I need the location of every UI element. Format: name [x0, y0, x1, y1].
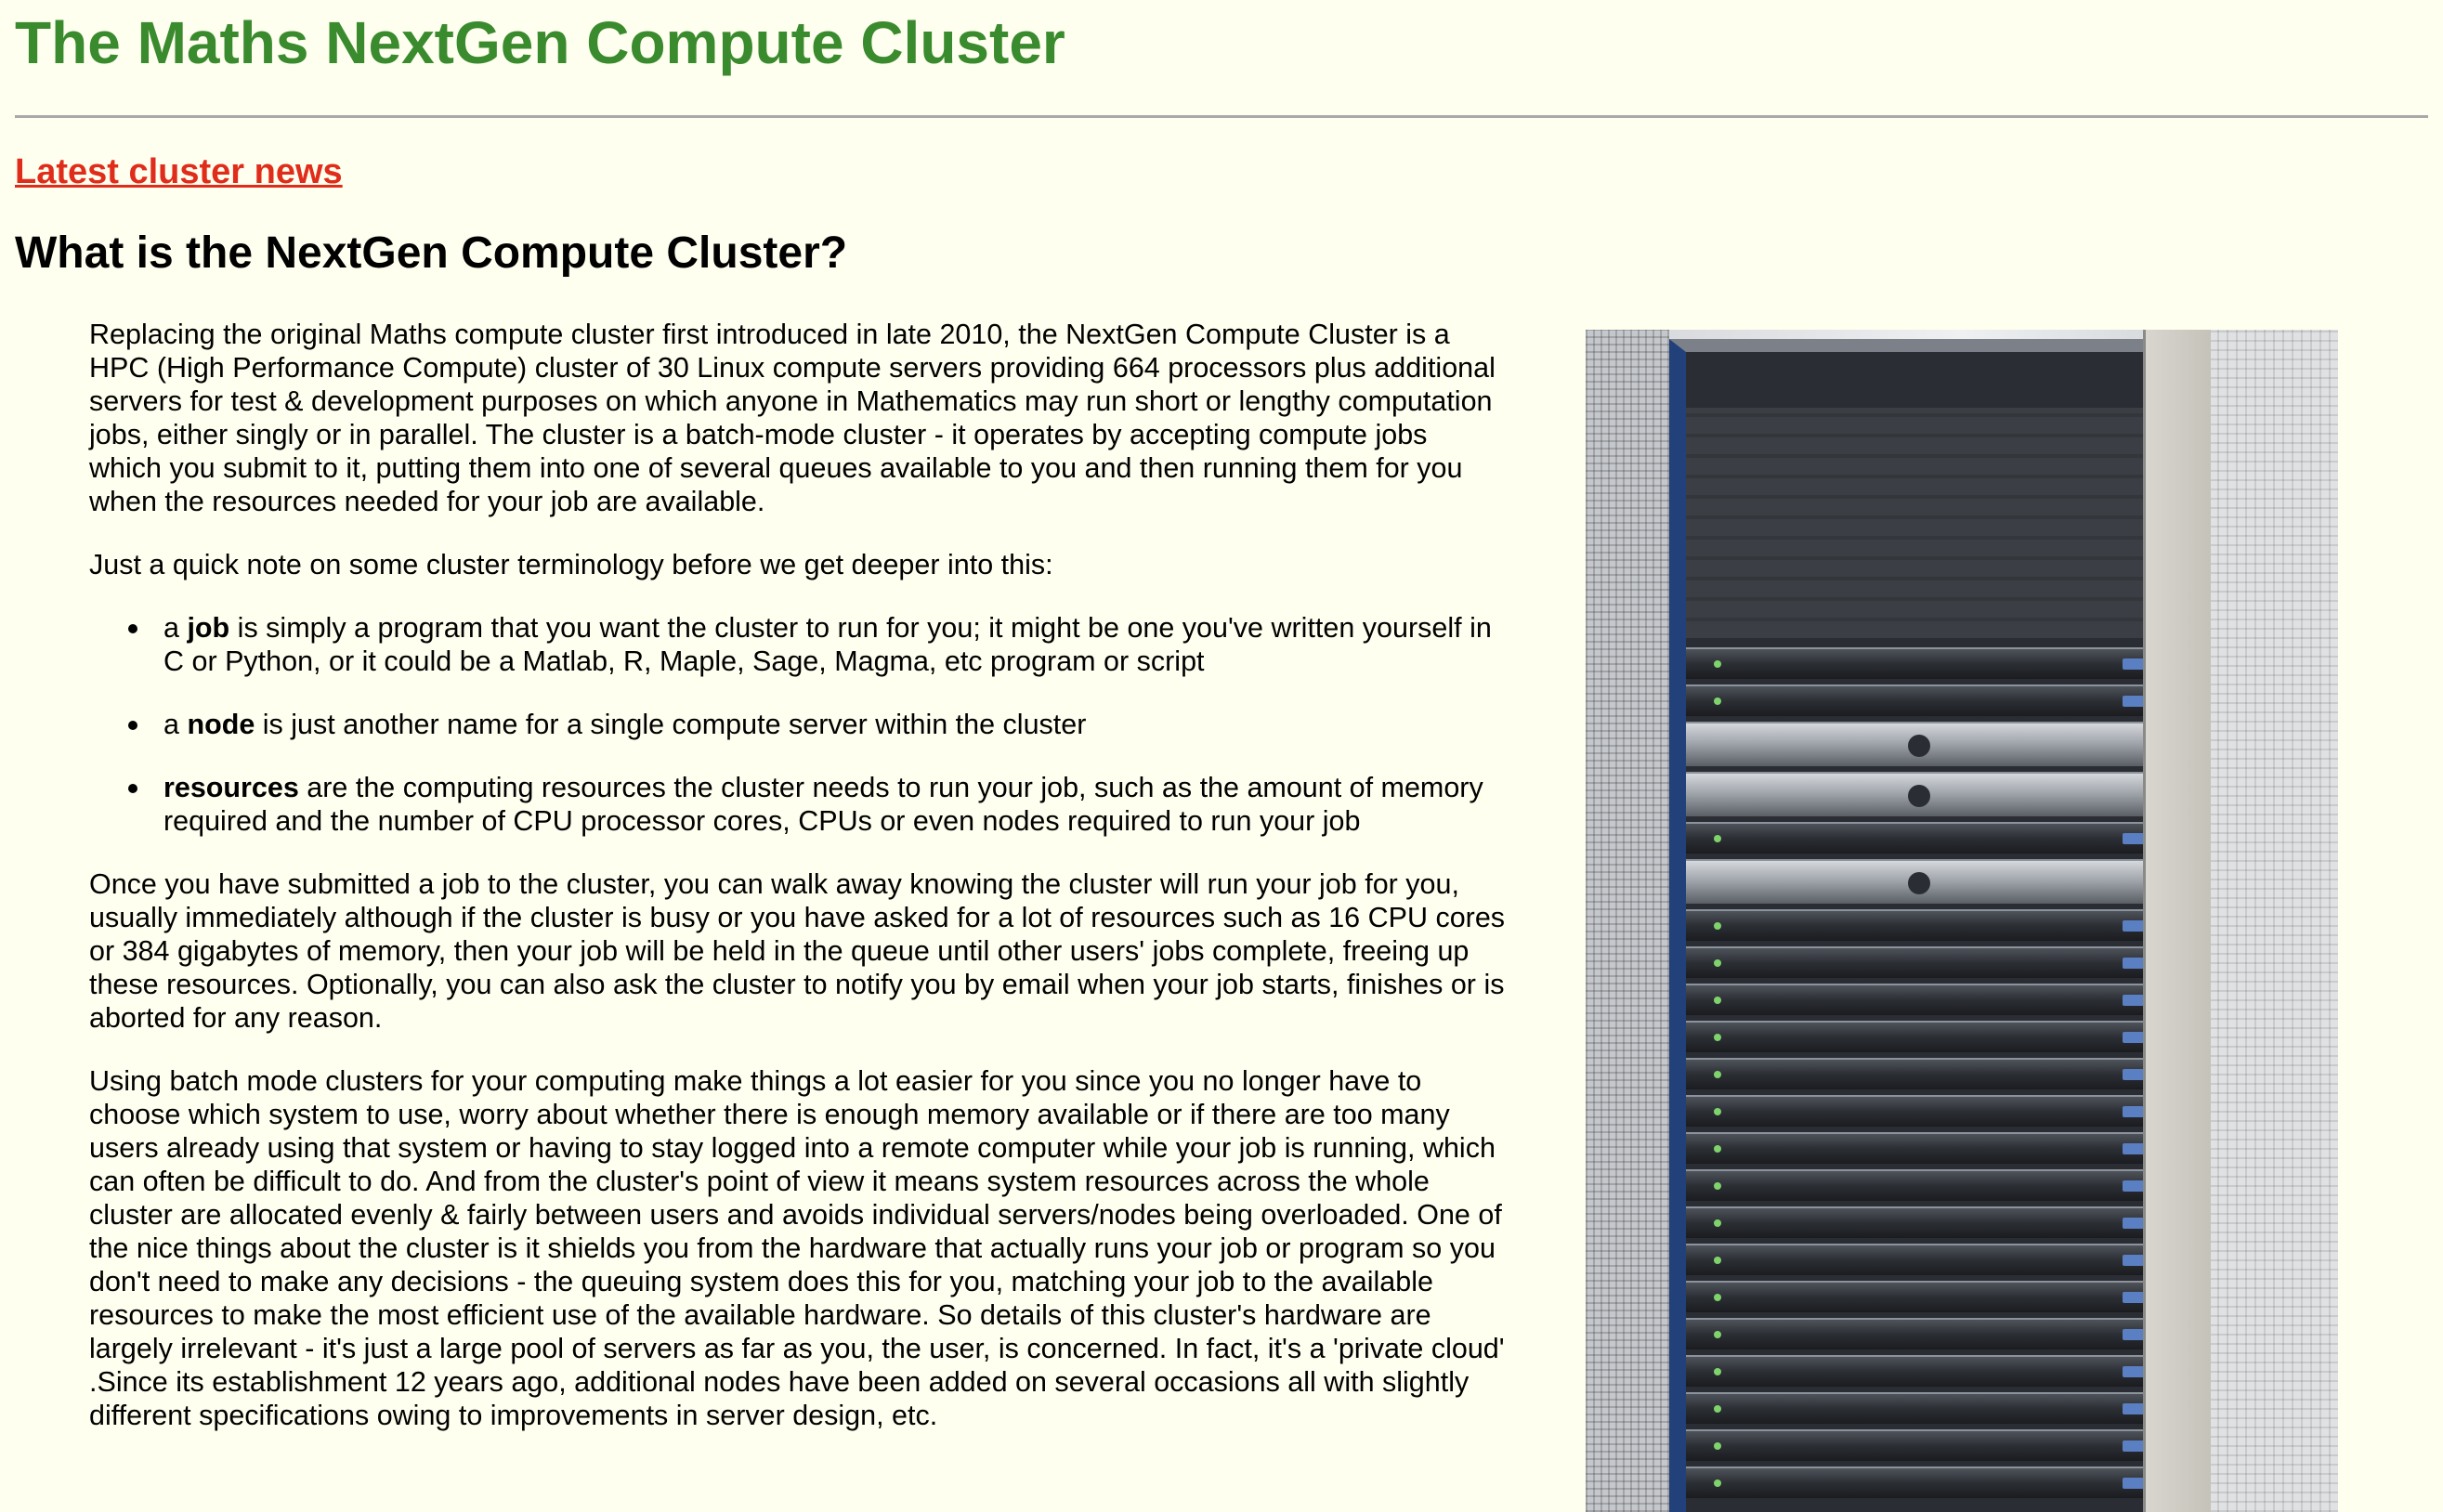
server-unit — [1686, 684, 2169, 716]
status-led-icon — [1714, 1071, 1721, 1078]
terminology-intro: Just a quick note on some cluster termin… — [89, 549, 1053, 580]
server-rack-photo — [1586, 330, 2338, 1512]
status-led-icon — [1714, 1257, 1721, 1264]
status-led-icon — [1714, 1368, 1721, 1375]
status-led-icon — [1714, 1479, 1721, 1487]
terminology-list: a job is simply a program that you want … — [89, 611, 1507, 838]
server-unit — [1686, 1206, 2169, 1238]
server-unit — [1686, 909, 2169, 941]
server-unit — [1686, 859, 2169, 904]
server-unit — [1686, 1355, 2169, 1387]
list-item-job: a job is simply a program that you want … — [128, 611, 1507, 678]
server-unit — [1686, 984, 2169, 1015]
server-unit — [1686, 1169, 2169, 1201]
batch-mode-paragraph: Using batch mode clusters for your compu… — [89, 1065, 1505, 1431]
main-content: Replacing the original Maths compute clu… — [89, 318, 1507, 1462]
intro-paragraph: Replacing the original Maths compute clu… — [89, 319, 1496, 517]
term-prefix: a — [163, 709, 188, 740]
status-led-icon — [1714, 1145, 1721, 1153]
term-node: node — [187, 709, 255, 740]
status-led-icon — [1714, 697, 1721, 705]
server-unit — [1686, 1132, 2169, 1164]
server-unit — [1686, 1466, 2169, 1498]
status-led-icon — [1714, 1331, 1721, 1338]
bullet-icon — [128, 624, 137, 633]
submission-paragraph: Once you have submitted a job to the clu… — [89, 868, 1506, 1034]
status-led-icon — [1714, 1108, 1721, 1115]
status-led-icon — [1714, 922, 1721, 930]
bullet-icon — [128, 784, 137, 793]
status-led-icon — [1714, 1219, 1721, 1227]
status-led-icon — [1714, 959, 1721, 967]
list-item-node: a node is just another name for a single… — [128, 708, 1507, 741]
status-led-icon — [1714, 1034, 1721, 1041]
section-heading: What is the NextGen Compute Cluster? — [15, 228, 848, 278]
server-stack — [1686, 647, 2169, 1504]
term-description: is simply a program that you want the cl… — [163, 612, 1492, 677]
mesh-wall-left — [1586, 330, 1669, 1512]
server-unit — [1686, 1244, 2169, 1275]
status-led-icon — [1714, 1182, 1721, 1190]
bullet-icon — [128, 721, 137, 730]
rack-door — [2143, 330, 2211, 1512]
server-unit — [1686, 822, 2169, 854]
server-unit — [1686, 1429, 2169, 1461]
status-led-icon — [1714, 660, 1721, 668]
server-unit — [1686, 1392, 2169, 1424]
status-led-icon — [1714, 997, 1721, 1004]
page-title: The Maths NextGen Compute Cluster — [15, 9, 1065, 76]
status-led-icon — [1714, 835, 1721, 842]
server-unit — [1686, 722, 2169, 766]
term-description: is just another name for a single comput… — [255, 709, 1087, 740]
rack-frame — [1669, 339, 2186, 1512]
list-item-resources: resources are the computing resources th… — [128, 771, 1507, 838]
mesh-wall-right — [2199, 330, 2338, 1512]
latest-news-link[interactable]: Latest cluster news — [15, 152, 343, 191]
server-unit — [1686, 1058, 2169, 1089]
term-resources: resources — [163, 772, 299, 803]
rack-blank-panel — [1686, 408, 2169, 638]
term-prefix: a — [163, 612, 188, 644]
status-led-icon — [1714, 1294, 1721, 1301]
server-unit — [1686, 647, 2169, 679]
status-led-icon — [1714, 1405, 1721, 1413]
server-unit — [1686, 946, 2169, 978]
server-unit — [1686, 772, 2169, 816]
term-job: job — [187, 612, 230, 644]
server-unit — [1686, 1318, 2169, 1349]
status-led-icon — [1714, 1442, 1721, 1450]
server-unit — [1686, 1281, 2169, 1312]
term-description: are the computing resources the cluster … — [163, 772, 1483, 837]
server-unit — [1686, 1095, 2169, 1127]
title-divider — [15, 115, 2428, 118]
server-unit — [1686, 1021, 2169, 1052]
